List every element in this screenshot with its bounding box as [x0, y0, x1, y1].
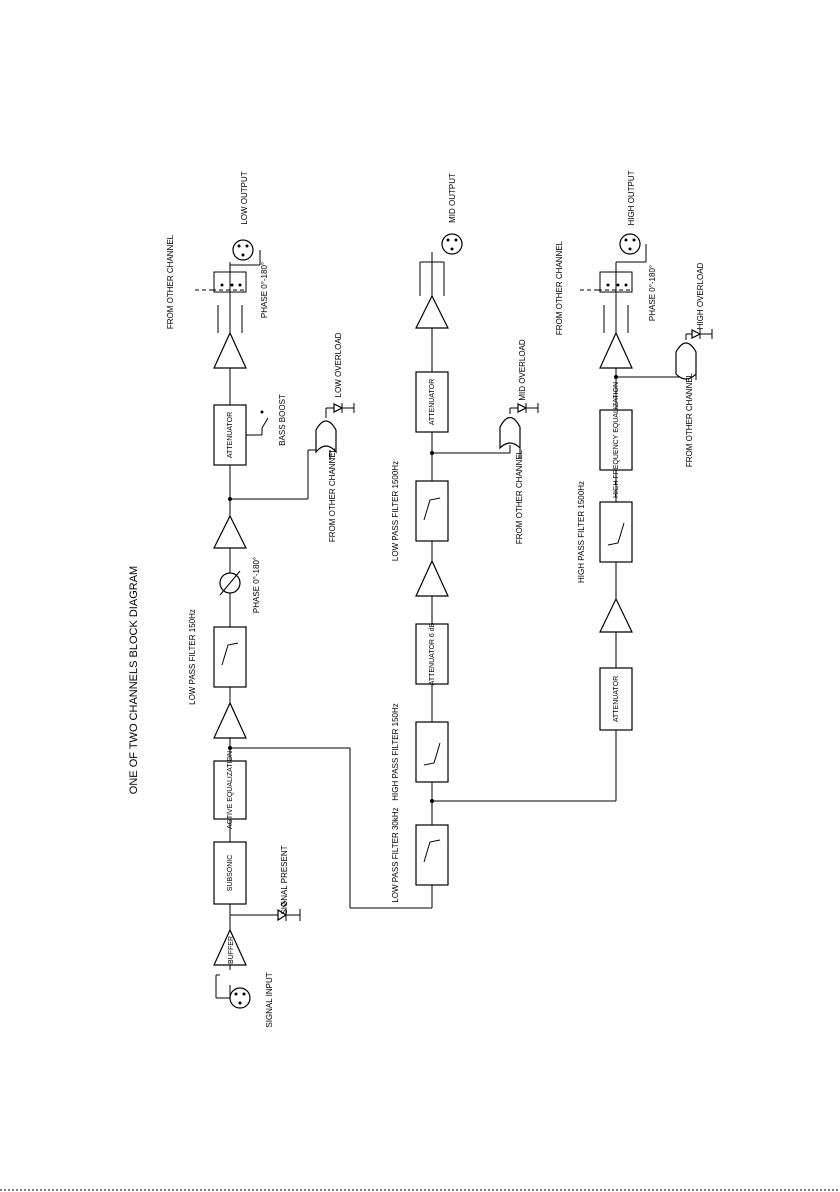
mid-output-amp — [415, 294, 449, 329]
hpf-1500-block — [599, 501, 633, 563]
high-overload-gate — [675, 342, 697, 380]
hpf-1500-label: HIGH PASS FILTER 1500Hz — [577, 481, 586, 583]
lpf-150-label: LOW PASS FILTER 150Hz — [188, 609, 197, 705]
buffer-amp: BUFFER — [213, 928, 247, 966]
mid-attenuator-6db-label: ATTENUATOR 6 dB — [429, 622, 436, 685]
lpf-150-block — [213, 626, 247, 688]
low-overload-label: LOW OVERLOAD — [334, 332, 343, 397]
high-output-label: HIGH OUTPUT — [627, 170, 636, 225]
bass-boost-switch — [246, 410, 269, 436]
low-attenuator-label: ATTENUATOR — [227, 412, 234, 458]
high-output-connector — [616, 233, 647, 263]
high-output-amp — [599, 331, 633, 369]
low-from-other-label: FROM OTHER CHANNEL — [166, 234, 175, 329]
hpf-150-label: HIGH PASS FILTER 150Hz — [391, 703, 400, 801]
high-eq-label: HIGH FREQUENCY EQUALIZATION — [613, 382, 620, 498]
phase-control-low — [219, 570, 241, 596]
mid-overload-gate — [499, 416, 521, 450]
high-from-other-channel-label: FROM OTHER CHANNEL — [685, 372, 694, 467]
low-output-label: LOW OUTPUT — [240, 171, 249, 224]
lpf-1500-block — [415, 480, 449, 542]
mid-output-connector — [431, 233, 463, 262]
signal-input-label: SIGNAL INPUT — [265, 972, 274, 1027]
mid-attenuator-6db-block — [415, 623, 449, 685]
subsonic-block — [213, 841, 247, 905]
high-amp-1 — [599, 597, 633, 633]
active-eq-block — [213, 760, 247, 820]
signal-input-connector — [215, 974, 251, 1009]
high-phase-switch-label: PHASE 0°-180° — [648, 265, 657, 321]
bass-boost-label: BASS BOOST — [278, 394, 287, 446]
mid-chain: LOW PASS FILTER 30kHz HIGH PASS FILTER 1… — [391, 173, 539, 903]
mid-output-label: MID OUTPUT — [448, 173, 457, 223]
phase-low-label: PHASE 0°-180° — [252, 557, 261, 613]
mid-attenuator-block — [415, 371, 449, 433]
low-phase-switch — [212, 271, 247, 333]
low-amp-2 — [213, 514, 247, 549]
hpf-150-block — [415, 721, 449, 783]
subsonic-label: SUBSONIC — [227, 855, 234, 892]
low-phase-switch-label: PHASE 0°-180° — [260, 262, 269, 318]
signal-present-label: SIGNAL PRESENT — [280, 845, 289, 914]
low-chain: SIGNAL INPUT BUFFER SIGNAL PRESENT SUBSO… — [166, 171, 355, 1028]
mid-overload-label: MID OVERLOAD — [518, 339, 527, 401]
svg-text:BUFFER: BUFFER — [228, 936, 235, 964]
active-eq-label: ACTIVE EQUALIZATION — [227, 751, 234, 829]
lpf-30k-label: LOW PASS FILTER 30kHz — [391, 807, 400, 902]
lpf-30k-block — [415, 824, 449, 886]
mid-attenuator-label: ATTENUATOR — [429, 379, 436, 425]
high-phase-switch — [598, 271, 633, 333]
low-preamp — [213, 701, 247, 739]
signal-present-led — [230, 900, 301, 922]
low-overload-gate — [315, 420, 337, 454]
crossover-feed — [230, 747, 433, 909]
high-overload-label: HIGH OVERLOAD — [696, 262, 705, 329]
mid-from-other-channel-label: FROM OTHER CHANNEL — [515, 449, 524, 544]
diagram-title: ONE OF TWO CHANNELS BLOCK DIAGRAM — [128, 566, 140, 794]
high-feed — [432, 730, 617, 802]
high-attenuator-label: ATTENUATOR — [613, 676, 620, 722]
low-from-other-channel-label: FROM OTHER CHANNEL — [328, 447, 337, 542]
high-chain: ATTENUATOR HIGH PASS FILTER 1500Hz HIGH … — [555, 170, 713, 731]
high-eq-block — [599, 409, 633, 471]
lpf-1500-label: LOW PASS FILTER 1500Hz — [391, 461, 400, 561]
low-output-connector — [230, 239, 261, 266]
mid-amp-1 — [415, 559, 449, 597]
high-from-other-label: FROM OTHER CHANNEL — [555, 240, 564, 335]
high-attenuator-block — [599, 667, 633, 731]
low-output-amp — [213, 331, 247, 369]
